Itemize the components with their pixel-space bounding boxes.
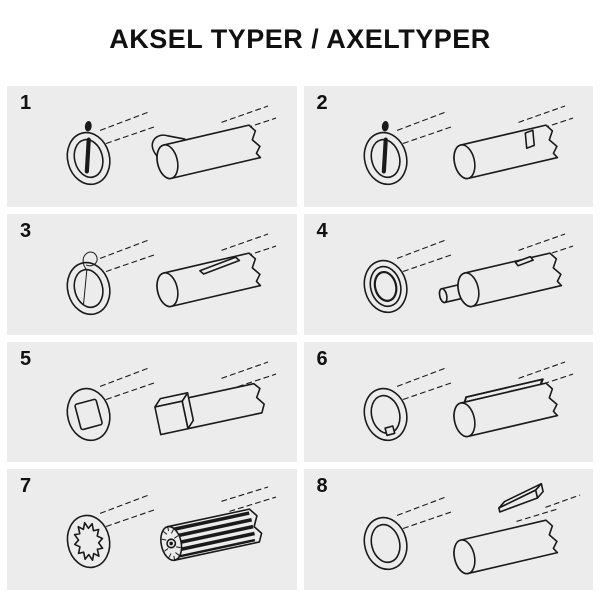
axle-type-cell-2: 2	[303, 86, 593, 207]
cell-number-5: 5	[20, 347, 32, 370]
thick-tube-and-stub-pin-shaft-icon	[363, 233, 573, 313]
cell-number-2: 2	[316, 92, 328, 114]
keyway-tube-and-keyed-shaft-icon	[357, 361, 573, 446]
axle-type-cell-7: 7	[7, 469, 297, 590]
cell-number-6: 6	[316, 347, 328, 370]
axle-type-cell-4: 4	[303, 213, 593, 335]
collar-with-ball-pin-and-latch-shaft-icon	[60, 105, 277, 190]
axle-type-cell-5: 5	[7, 341, 297, 463]
axle-type-grid: 1 2	[7, 86, 593, 590]
cell-number-4: 4	[316, 219, 328, 242]
square-bore-tube-and-square-end-shaft-icon	[66, 361, 277, 441]
axle-type-cell-8: 8	[303, 469, 593, 590]
axle-type-cell-3: 3	[7, 213, 297, 335]
axle-type-cell-1: 1	[7, 86, 297, 207]
page-title: AKSEL TYPER / AXELTYPER	[109, 24, 491, 54]
cell-number-3: 3	[20, 219, 32, 242]
cell-number-1: 1	[20, 92, 32, 114]
collar-with-ball-pin-and-slotted-shaft-icon	[357, 105, 573, 190]
splined-tube-and-splined-shaft-icon	[66, 486, 277, 569]
cell-number-7: 7	[20, 475, 32, 498]
axle-type-cell-6: 6	[303, 341, 593, 463]
spring-clip-tube-and-long-key-shaft-icon	[60, 233, 277, 320]
plain-tube-and-wedge-key-shaft-icon	[357, 483, 580, 577]
cell-number-8: 8	[316, 475, 328, 498]
